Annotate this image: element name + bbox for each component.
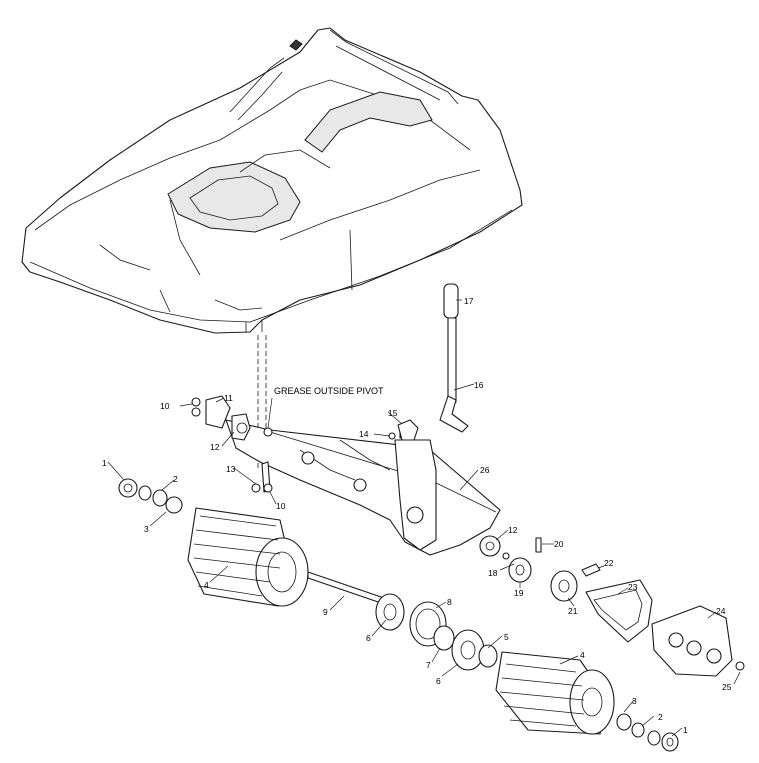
grease-note: GREASE OUTSIDE PIVOT (274, 386, 384, 396)
rear-roller-left (187, 507, 309, 607)
label-part-12-right: 12 (508, 525, 518, 535)
right-bearing-set (616, 713, 679, 752)
label-part-21: 21 (568, 606, 578, 616)
label-part-1-lower: 1 (683, 725, 688, 735)
label-part-8: 8 (447, 597, 452, 607)
label-part-9: 9 (323, 607, 328, 617)
rear-roller-right (495, 651, 615, 735)
label-part-3-lower: 3 (632, 696, 637, 706)
chain-cover (651, 605, 745, 677)
label-part-13: 13 (226, 464, 236, 474)
gear-assembly (375, 593, 498, 671)
label-part-4: 4 (204, 580, 209, 590)
label-part-11: 11 (224, 393, 233, 403)
label-part-18: 18 (488, 568, 498, 578)
drive-chain (585, 579, 653, 643)
height-lever (439, 283, 469, 433)
label-part-22: 22 (604, 558, 614, 568)
label-part-6: 6 (366, 633, 371, 643)
label-part-19: 19 (514, 588, 524, 598)
chassis-frame (225, 419, 501, 556)
label-part-6-lower: 6 (436, 676, 441, 686)
leader-lines (107, 299, 741, 737)
label-part-15: 15 (388, 408, 398, 418)
label-part-24: 24 (716, 606, 726, 616)
label-part-23: 23 (628, 582, 638, 592)
label-part-4-lower: 4 (580, 650, 585, 660)
label-part-20: 20 (554, 539, 564, 549)
label-part-3: 3 (144, 524, 149, 534)
part-labels: GREASE OUTSIDE PIVOT 1 2 3 4 9 6 8 7 6 5… (102, 296, 732, 735)
label-part-2-lower: 2 (658, 712, 663, 722)
label-part-10: 10 (160, 401, 170, 411)
label-part-2: 2 (173, 474, 178, 484)
pivot-bracket (191, 395, 273, 493)
mower-deck (21, 27, 523, 334)
label-part-10-lower: 10 (276, 501, 286, 511)
label-part-16: 16 (474, 380, 484, 390)
label-part-1: 1 (102, 458, 107, 468)
label-part-12: 12 (210, 442, 220, 452)
label-part-25: 25 (722, 682, 732, 692)
drive-parts (479, 535, 601, 602)
label-part-7: 7 (426, 660, 431, 670)
left-bearing-set (118, 478, 183, 514)
lever-bracket (388, 419, 419, 441)
label-part-26: 26 (480, 465, 490, 475)
label-part-5: 5 (504, 632, 509, 642)
label-part-17: 17 (464, 296, 474, 306)
axle-shaft (307, 571, 385, 605)
label-part-14: 14 (359, 429, 369, 439)
